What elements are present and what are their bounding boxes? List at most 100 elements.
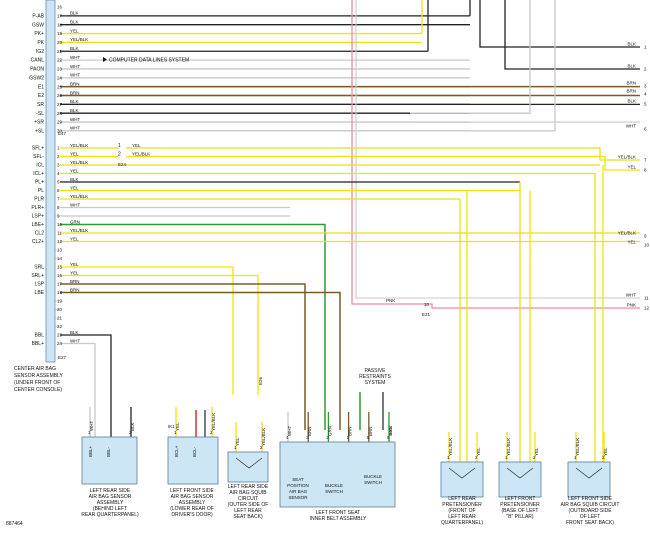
wire-wht-up [60,0,556,132]
center-module-label: CENTER CONSOLE) [14,387,62,393]
pin-num: 11 [57,231,62,236]
pin-num: 27 [57,102,63,107]
pin-label-BBL+: BBL+ [32,341,44,347]
right-num-4: 4 [644,92,647,97]
rear-side-sensor-label: AIR BAG SENSOR [89,494,132,500]
rear-pretensioner-wire-color: YEL/BLK [448,438,453,456]
e24-color: YEL/BLK [132,152,150,157]
connector-e27-label: E27 [58,355,67,360]
pin-num: 16 [57,5,63,10]
sub-seat-position: AIR BAG [289,489,308,494]
wire-blk-right-1 [479,0,640,48]
pin-label-LSP: LSP [35,282,45,288]
wire-lsp [60,283,306,430]
front-side-sensor-wire-num: 1 [174,430,177,435]
pin-num: 15 [57,265,63,270]
pin-num: 25 [57,84,63,89]
rear-pretensioner-wire-color: YEL [476,447,481,456]
rear-side-squib-label: SEAT BACK) [233,514,263,520]
rear-side-squib-wire-color: YEL/BLK [261,428,266,446]
rear-side-squib-wire-num: 1 [234,445,237,450]
wire-bbl2 [60,342,96,440]
wire-color-label: YEL [70,262,79,267]
wire-color-label: YEL [70,270,79,275]
front-side-sensor-label: AIR BAG SENSOR [171,494,214,500]
passive-restraints-label: PASSIVE [364,368,386,374]
pin-label-PAON: PAON [30,67,44,73]
component-layer [45,0,611,508]
front-side-sensor-label: (LOWER REAR OF [170,506,214,512]
passive-restraints-label: SYSTEM [365,380,386,386]
pin-num: 23 [57,333,63,338]
pin-label-E1: E1 [38,84,44,90]
rear-side-sensor-wire-num: 2 [129,430,132,435]
wire-color-label: BRN [70,90,80,95]
pin-label-+SR: +SR [34,120,44,126]
right-color-6: WHT [626,124,636,129]
front-side-sensor-wire-color: YEL [175,422,180,431]
right-color-10: YEL [627,240,636,245]
pin-label-PK: PK [37,40,44,46]
wire-color-label: YEL/BLK [70,228,88,233]
rear-pretensioner-wire-num: 2 [475,455,478,460]
inner-belt-wire-num: 5 [367,435,370,440]
right-color-8: YEL [627,165,636,170]
front-pretensioner-label: "B" PILLAR) [506,514,534,520]
wire-color-label: WHT [70,55,80,60]
squib-symbol [235,457,263,469]
rear-side-squib-wire-color: YEL [235,437,240,446]
wire-color-label: WHT [70,202,80,207]
rear-pretensioner-box [440,461,484,498]
front-side-sensor-wire-color: YEL/BLK [211,413,216,431]
front-side-sensor-pin: BCL+ [174,445,179,457]
pin-num: 29 [57,120,63,125]
pin-label-SR: SR [37,102,44,108]
sub-buckle-switch-2: BUCKLE [364,474,382,479]
wire-lbe [60,291,341,430]
ik1-label: IK1 [168,424,175,429]
squib-symbol [575,467,603,479]
inner-belt-label: LEFT FRONT SEAT [316,510,361,516]
pin-label-ICL+: ICL+ [33,171,44,177]
pin-label-CL2+: CL2+ [32,239,44,245]
e24-pin: 1 [118,143,121,149]
pin-num: 23 [57,67,63,72]
e24-color: YEL [132,143,141,148]
wire-color-label: BRN [70,287,80,292]
wire-grn [60,223,326,430]
pin-label-PLR+: PLR+ [31,205,44,211]
rear-pretensioner-label: QUARTERPANEL) [441,520,483,526]
pin-label-BBL: BBL [35,333,45,339]
e35-label: E35 [388,426,393,435]
e24-pin: 2 [118,152,121,158]
inner-belt-box [279,441,396,508]
right-num-8: 8 [644,168,647,173]
pin-label-E2: E2 [38,93,44,99]
pin-label-GSW: GSW [32,22,44,28]
sub-seat-position: SENSOR [288,495,308,500]
inner-belt-wire-num: 4 [286,435,289,440]
inner-belt-wire-num: 3 [306,435,309,440]
pin-label-CANL: CANL [31,58,45,64]
computer-data-lines-label: COMPUTER DATA LINES SYSTEM [109,58,189,64]
wire-srl2 [60,274,259,395]
inner-belt-wire-num: 2 [326,435,329,440]
pin-label-+SL: +SL [35,129,44,135]
right-color-4: BRN [626,89,636,94]
rear-side-squib-label: CIRCUIT [238,496,258,502]
wire-color-label: BLK [70,99,79,104]
wire-right-7 [126,147,640,161]
rear-pretensioner-label: LEFT REAR [448,496,476,502]
right-num-10: 10 [644,243,650,248]
front-side-sensor-label: ASSEMBLY [179,500,206,506]
e26-label: E26 [258,376,263,385]
wire-color-label: WHT [70,64,80,69]
pin-num: 5 [57,180,60,185]
pin-num: 17 [57,13,63,18]
right-num-12: 12 [644,306,650,311]
passive-restraints-label: RESTRAINTS [359,374,391,380]
pin-num: 20 [57,307,63,312]
pin-num: 22 [57,324,63,329]
pin-label-LBE: LBE [35,290,45,296]
rear-pretensioner-wire-num: 1 [447,455,450,460]
